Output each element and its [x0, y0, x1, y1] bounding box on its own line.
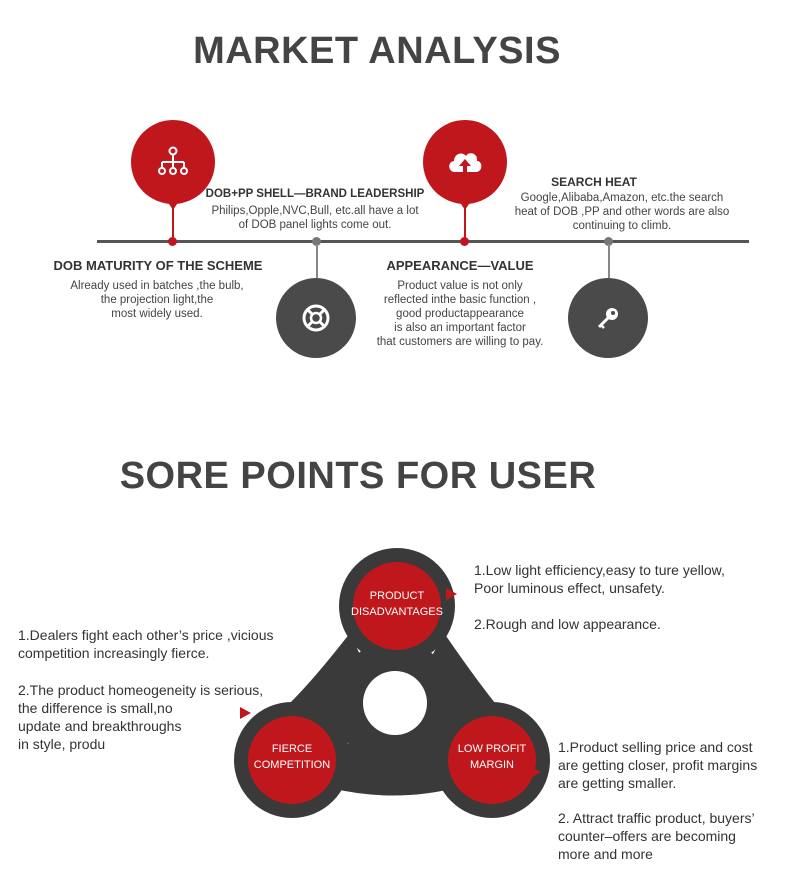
product-point-1: 1.Low light efficiency,easy to ture yell…	[474, 562, 725, 596]
key-icon	[597, 308, 618, 329]
timeline-dot-3	[312, 237, 321, 246]
brand-line-2: of DOB panel lights come out.	[238, 219, 392, 231]
appearance-line-1: Product value is not only	[397, 280, 523, 292]
arrow-profit	[530, 766, 541, 778]
market-analysis-title: MARKET ANALYSIS	[193, 30, 561, 72]
brand-leadership-text: Philips,Opple,NVC,Bull, etc.all have a l…	[185, 204, 445, 232]
pointer-2	[457, 198, 473, 210]
appearance-value-text: Product value is not only reflected inth…	[350, 279, 570, 349]
search-heat-text: Google,Alibaba,Amazon, etc.the search he…	[494, 191, 750, 233]
competition-point-2: 2.The product homeogeneity is serious, t…	[18, 682, 264, 752]
search-line-3: continuing to climb.	[572, 220, 672, 232]
stem-4	[608, 244, 610, 278]
stem-3	[316, 244, 318, 278]
brand-leadership-heading: DOB+PP SHELL—BRAND LEADERSHIP	[205, 188, 425, 200]
competition-point-1: 1.Dealers fight each other’s price ,vici…	[18, 627, 274, 661]
dob-maturity-text: Already used in batches ,the bulb, the p…	[42, 279, 272, 321]
arrow-competition	[240, 707, 251, 719]
spinner-graphic	[234, 548, 550, 818]
lifebuoy-icon	[302, 304, 330, 332]
arrow-product	[446, 588, 457, 600]
stem-2	[464, 208, 466, 238]
dob-line-2: the projection light,the	[100, 294, 214, 306]
profit-point-1: 1.Product selling price and cost are get…	[558, 739, 758, 791]
timeline-dot-2	[460, 237, 469, 246]
appearance-value-heading: APPEARANCE—VALUE	[386, 258, 534, 273]
dob-line-3: most widely used.	[111, 308, 203, 320]
profit-point-2: 2. Attract traffic product, buyers’ coun…	[558, 810, 755, 862]
dob-maturity-heading: DOB MATURITY OF THE SCHEME	[53, 258, 263, 273]
pointer-1	[165, 198, 181, 210]
appearance-line-4: is also an important factor	[394, 322, 526, 334]
network-icon	[158, 146, 188, 175]
cloud-upload-icon	[449, 153, 482, 172]
timeline-dot-1	[168, 237, 177, 246]
key-circle	[568, 278, 648, 358]
fierce-competition-label: FIERCE COMPETITION	[253, 743, 331, 771]
search-line-1: Google,Alibaba,Amazon, etc.the search	[520, 192, 724, 204]
product-disadvantages-label: PRODUCT DISADVANTAGES	[351, 590, 443, 618]
search-line-2: heat of DOB ,PP and other words are also	[514, 206, 730, 218]
cloud-circle	[423, 120, 507, 204]
dob-line-1: Already used in batches ,the bulb,	[70, 280, 244, 292]
appearance-line-5: that customers are willing to pay.	[376, 336, 544, 348]
search-heat-heading: SEARCH HEAT	[551, 175, 637, 189]
product-point-2: 2.Rough and low appearance.	[474, 616, 661, 632]
network-circle	[131, 120, 215, 204]
appearance-line-3: good productappearance	[396, 308, 524, 320]
appearance-line-2: reflected inthe basic function ,	[383, 294, 537, 306]
low-profit-margin-label: LOW PROFIT MARGIN	[457, 743, 527, 771]
lifebuoy-circle	[276, 278, 356, 358]
timeline-line	[97, 240, 749, 243]
sore-points-title: SORE POINTS FOR USER	[119, 455, 597, 497]
timeline-dot-4	[604, 237, 613, 246]
stem-1	[172, 208, 174, 238]
brand-line-1: Philips,Opple,NVC,Bull, etc.all have a l…	[211, 205, 419, 217]
